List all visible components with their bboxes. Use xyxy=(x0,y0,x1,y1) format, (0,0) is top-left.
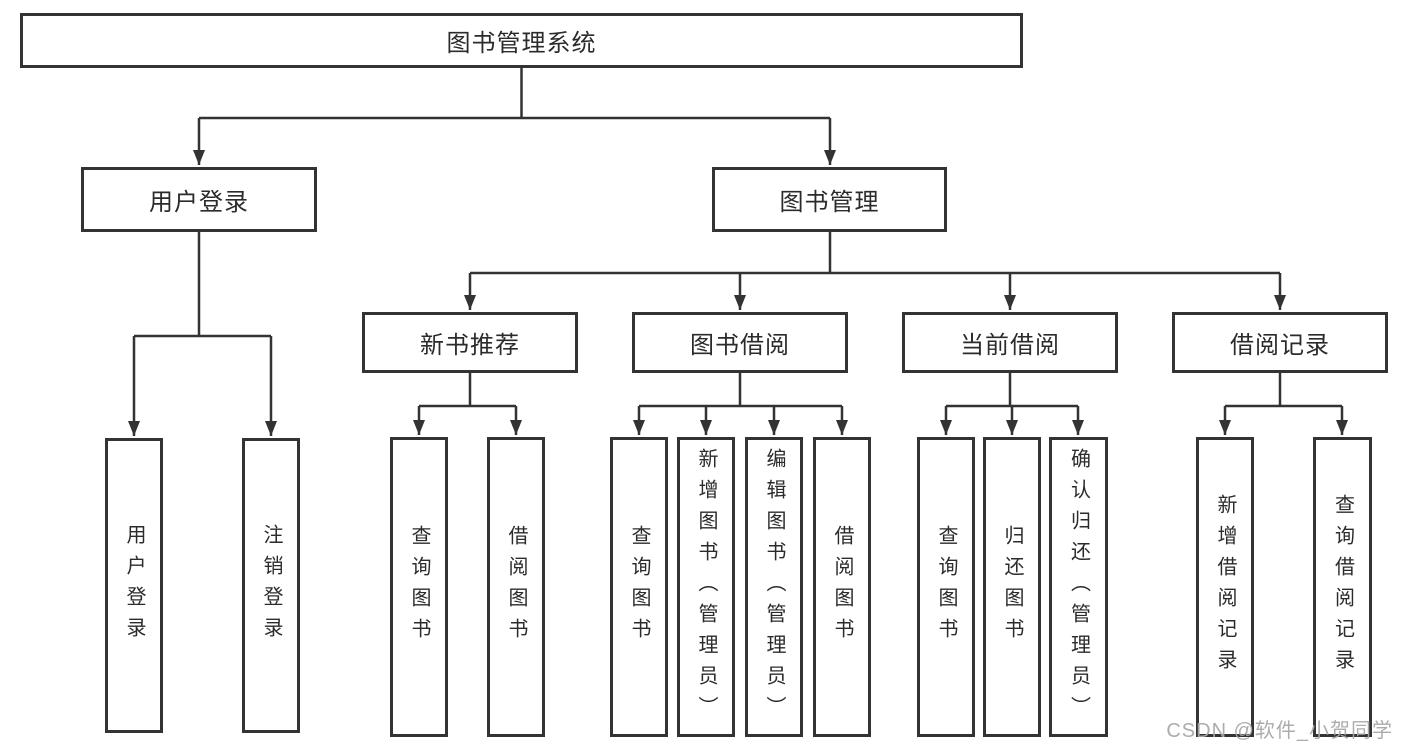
node-root: 图书管理系统 xyxy=(20,13,1023,68)
node-label: 编辑图书（管理员） xyxy=(763,447,785,727)
node-book-borrowing: 图书借阅 xyxy=(632,312,848,373)
csdn-watermark: CSDN @软件_小贺同学 xyxy=(1166,720,1393,742)
node-edit-book-admin: 编辑图书（管理员） xyxy=(745,437,803,737)
node-label: 查询图书 xyxy=(935,525,957,649)
node-user-login-leaf: 用户登录 xyxy=(105,438,163,733)
node-current-borrowing: 当前借阅 xyxy=(902,312,1118,373)
node-return-book: 归还图书 xyxy=(983,437,1041,737)
node-label: 新增图书（管理员） xyxy=(695,447,717,727)
node-book-management-branch: 图书管理 xyxy=(712,167,947,232)
node-label: 注销登录 xyxy=(260,523,282,648)
node-label: 借阅图书 xyxy=(831,525,853,649)
node-query-books-recommend: 查询图书 xyxy=(390,437,448,737)
node-label: 确认归还（管理员） xyxy=(1067,447,1090,727)
node-label: 查询图书 xyxy=(628,525,650,649)
node-borrow-books-borrow: 借阅图书 xyxy=(813,437,871,737)
node-add-book-admin: 新增图书（管理员） xyxy=(677,437,735,737)
node-label: 归还图书 xyxy=(1001,525,1023,649)
node-query-books-borrow: 查询图书 xyxy=(610,437,668,737)
node-new-book-recommendation: 新书推荐 xyxy=(362,312,578,373)
node-query-borrow-record: 查询借阅记录 xyxy=(1313,437,1372,737)
node-label: 用户登录 xyxy=(123,523,145,648)
node-label: 新增借阅记录 xyxy=(1214,494,1236,680)
node-borrowing-records: 借阅记录 xyxy=(1172,312,1388,373)
node-label: 查询图书 xyxy=(408,525,430,649)
node-confirm-return-admin: 确认归还（管理员） xyxy=(1049,437,1108,737)
node-label: 查询借阅记录 xyxy=(1331,494,1354,680)
node-label: 借阅图书 xyxy=(505,525,527,649)
node-borrow-books-recommend: 借阅图书 xyxy=(487,437,545,737)
node-logout-leaf: 注销登录 xyxy=(242,438,300,733)
node-add-borrow-record: 新增借阅记录 xyxy=(1196,437,1254,737)
node-user-login-branch: 用户登录 xyxy=(81,167,317,232)
node-query-books-current: 查询图书 xyxy=(917,437,975,737)
